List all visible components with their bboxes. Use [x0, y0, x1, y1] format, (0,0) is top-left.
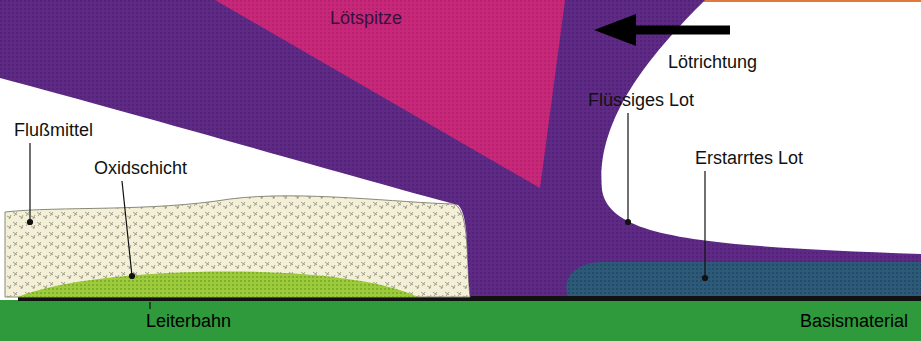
part-label: Leiterbahn: [146, 311, 231, 331]
direction-arrow: [630, 26, 730, 35]
leader-lines: [28, 113, 708, 309]
solidified-solder: [566, 262, 921, 296]
flux: [5, 196, 470, 297]
arrow-head: [594, 14, 636, 46]
base-material: [0, 300, 921, 341]
part-label: Flüssiges Lot: [588, 90, 694, 110]
soldering-tip: [215, 0, 565, 188]
part-label: Lötspitze: [330, 8, 402, 28]
part-label: Erstarrtes Lot: [695, 148, 803, 168]
oxide-layer: [18, 271, 418, 297]
part-label: Basismaterial: [800, 311, 908, 331]
part-label: Lötrichtung: [668, 52, 757, 72]
part-label: Flußmittel: [14, 120, 93, 140]
liquid-solder: [0, 0, 921, 296]
part-label: Oxidschicht: [94, 158, 187, 178]
